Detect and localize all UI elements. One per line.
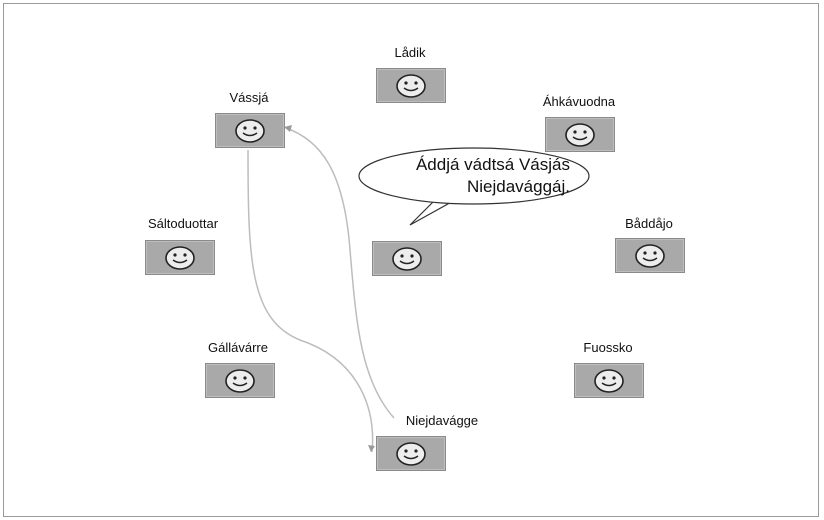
node-niejdavagge[interactable] — [376, 436, 446, 471]
arrow-head-vassja — [284, 125, 292, 132]
node-label-saltoduottar: Sáltoduottar — [147, 216, 219, 231]
node-label-ahkavuodna: Áhkávuodna — [542, 94, 616, 109]
node-label-gallavarre: Gállávárre — [208, 340, 268, 355]
node-fuossko[interactable] — [574, 363, 644, 398]
smiley-icon — [225, 368, 255, 393]
speech-line-2: Niejdavággáj. — [466, 177, 570, 196]
smiley-icon — [635, 243, 665, 268]
smiley-icon — [235, 118, 265, 143]
smiley-icon — [396, 441, 426, 466]
smiley-icon — [594, 368, 624, 393]
node-label-baddajo: Båddåjo — [625, 216, 673, 231]
node-ladik[interactable] — [376, 68, 446, 103]
node-label-vassja: Vássjá — [229, 90, 269, 105]
edge-niejdavagge-to-vassja — [285, 127, 395, 419]
node-gallavarre[interactable] — [205, 363, 275, 398]
node-saltoduottar[interactable] — [145, 240, 215, 275]
arrow-head-niejdavagge — [368, 445, 375, 452]
node-label-ladik: Lådik — [394, 45, 426, 60]
smiley-icon — [565, 122, 595, 147]
node-ahkavuodna[interactable] — [545, 117, 615, 152]
edge-vassja-to-niejdavagge — [247, 149, 374, 453]
smiley-icon — [165, 245, 195, 270]
smiley-icon — [392, 246, 422, 271]
node-vassja[interactable] — [215, 113, 285, 148]
speech-bubble — [358, 147, 590, 226]
node-baddajo[interactable] — [615, 238, 685, 273]
smiley-icon — [396, 73, 426, 98]
speech-line-1: Áddjá vádtsá Vásjás — [415, 155, 570, 174]
speech-bubble-text: Áddjá vádtsá Vásjás Niejdavággáj. — [370, 154, 570, 198]
node-center[interactable] — [372, 241, 442, 276]
diagram-frame — [3, 3, 819, 517]
node-label-niejdavagge: Niejdavágge — [405, 413, 479, 428]
node-label-fuossko: Fuossko — [583, 340, 633, 355]
